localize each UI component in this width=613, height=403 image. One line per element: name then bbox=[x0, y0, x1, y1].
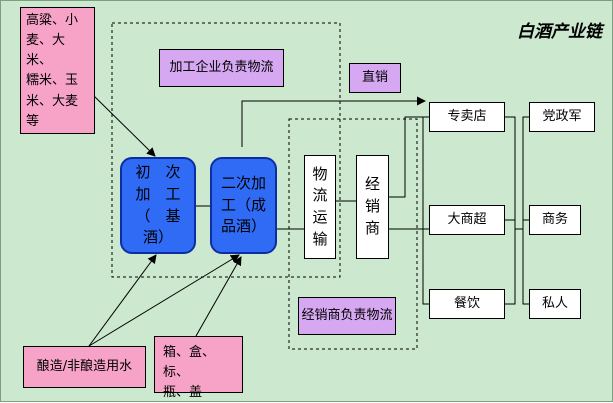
raw-materials-line: 麦、大米、 bbox=[26, 33, 66, 69]
primary-processing-line: 酒） bbox=[142, 228, 173, 247]
line-bracket-right bbox=[522, 116, 529, 305]
diagram-title: 白酒产业链 bbox=[517, 22, 602, 42]
raw-materials-line: 高粱、小 bbox=[26, 13, 79, 28]
consumer-government: 党政军 bbox=[529, 102, 595, 132]
primary-processing-line: 加 工 bbox=[135, 184, 181, 203]
water-box: 酿造/非酿造用水 bbox=[23, 346, 146, 388]
distributor-node: 经 销 商 bbox=[356, 155, 389, 259]
processing-logistics-label: 加工企业负责物流 bbox=[159, 49, 284, 87]
raw-materials-line: 糯米、玉 bbox=[26, 73, 79, 89]
secondary-processing-line: 品酒） bbox=[220, 217, 266, 236]
primary-processing-line: （ 基 bbox=[135, 206, 181, 225]
direct-sales-label: 直销 bbox=[349, 63, 401, 93]
arrow-packaging-to-secondary bbox=[195, 256, 242, 337]
distributor-char: 销 bbox=[364, 197, 380, 216]
secondary-processing-line: 二次加 bbox=[220, 173, 266, 192]
line-bracket-mid bbox=[505, 116, 516, 305]
processing-group-dashed bbox=[111, 22, 341, 278]
raw-materials-line: 米、大麦 bbox=[26, 93, 79, 109]
arrow-direct-sales bbox=[241, 96, 426, 147]
dealer-logistics-label: 经销商负责物流 bbox=[298, 297, 396, 335]
raw-materials-line: 等 bbox=[26, 113, 40, 129]
logistics-char: 运 bbox=[312, 208, 328, 226]
secondary-processing-node: 二次加 工（成 品酒） bbox=[210, 157, 277, 254]
packaging-line: 箱、盒、标、 bbox=[163, 345, 216, 381]
logistics-char: 输 bbox=[312, 229, 328, 248]
arrow-water-to-primary bbox=[88, 254, 157, 347]
arrow-raw-to-primary bbox=[93, 95, 156, 157]
consumer-business: 商务 bbox=[529, 205, 581, 235]
channel-catering: 餐饮 bbox=[429, 289, 505, 319]
logistics-char: 物 bbox=[312, 164, 328, 183]
distributor-char: 商 bbox=[364, 218, 380, 237]
packaging-line: 瓶、盖 bbox=[163, 385, 203, 401]
packaging-box: 箱、盒、标、 瓶、盖 bbox=[154, 336, 243, 400]
dealer-group-dashed bbox=[288, 118, 418, 350]
primary-processing-node: 初 次 加 工 （ 基 酒） bbox=[120, 157, 196, 254]
secondary-processing-line: 工（成 bbox=[220, 195, 266, 214]
raw-materials-box: 高粱、小 麦、大米、 糯米、玉 米、大麦 等 bbox=[20, 7, 95, 134]
primary-processing-line: 初 次 bbox=[135, 163, 181, 181]
channel-hypermarket: 大商超 bbox=[429, 205, 505, 235]
consumer-private: 私人 bbox=[529, 289, 581, 319]
line-distributor-to-store bbox=[389, 116, 429, 198]
channel-specialty-store: 专卖店 bbox=[429, 102, 505, 132]
logistics-char: 流 bbox=[312, 186, 328, 205]
arrow-water-to-secondary bbox=[88, 254, 240, 347]
line-bracket-left bbox=[422, 116, 429, 305]
logistics-transport-node: 物 流 运 输 bbox=[304, 155, 336, 259]
distributor-char: 经 bbox=[364, 175, 380, 194]
